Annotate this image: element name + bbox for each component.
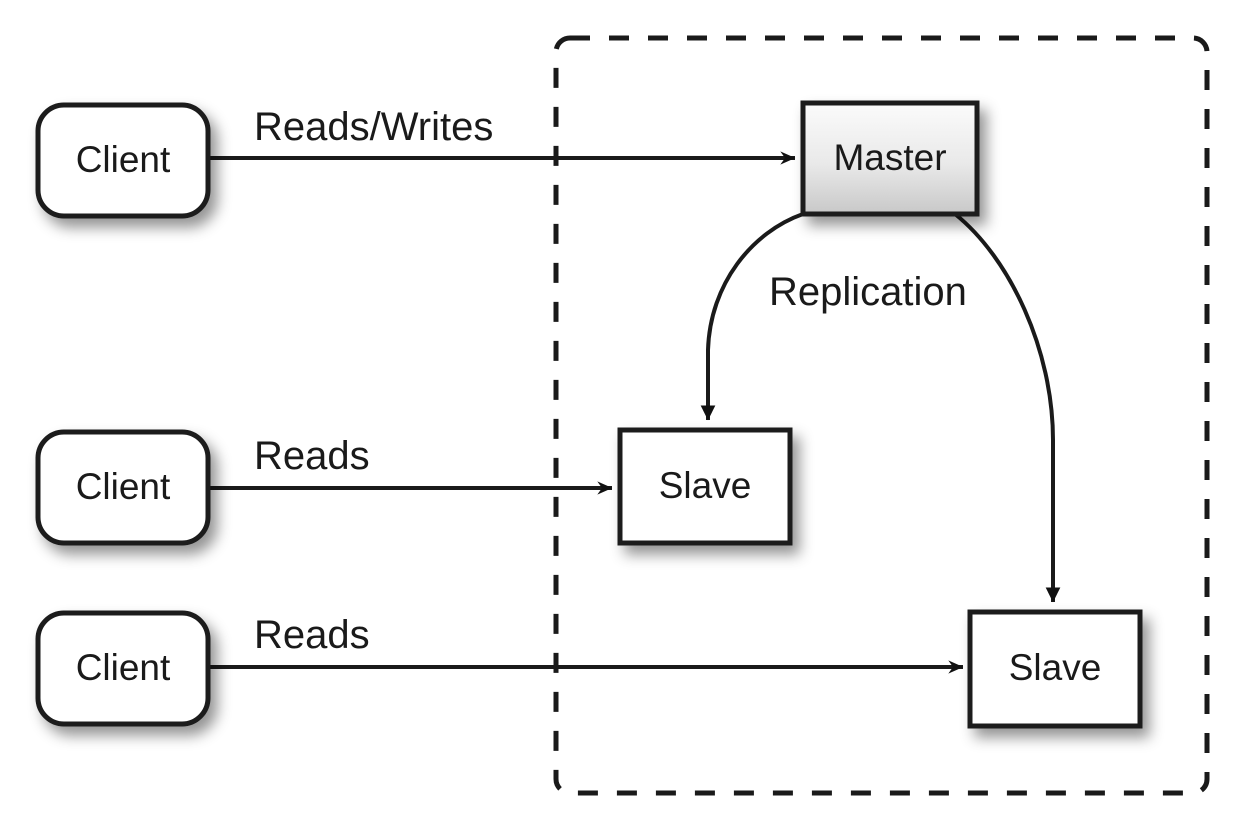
edge-replication-slave2-curve bbox=[953, 212, 1061, 603]
edge-label-reads-writes: Reads/Writes bbox=[254, 105, 493, 149]
edge-label-reads-slave1: Reads bbox=[254, 434, 370, 478]
slave-1-box[interactable] bbox=[617, 427, 793, 546]
slave-2-label: Slave bbox=[1009, 647, 1102, 688]
edge-label-replication: Replication bbox=[769, 270, 967, 314]
client-3-box[interactable] bbox=[35, 610, 211, 727]
slave-1-label: Slave bbox=[659, 465, 752, 506]
node-slave-2[interactable]: Slave bbox=[967, 609, 1143, 729]
node-master[interactable]: Master bbox=[800, 100, 980, 217]
client-1-label: Client bbox=[76, 139, 171, 180]
edge-replication-slave1-curve bbox=[700, 212, 804, 421]
client-2-label: Client bbox=[76, 466, 171, 507]
slave-2-box[interactable] bbox=[967, 609, 1143, 729]
client-3-label: Client bbox=[76, 647, 171, 688]
node-slave-1[interactable]: Slave bbox=[617, 427, 793, 546]
client-1-box[interactable] bbox=[35, 102, 211, 219]
master-box[interactable] bbox=[800, 100, 980, 217]
node-client-2[interactable]: Client bbox=[35, 429, 211, 546]
master-label: Master bbox=[833, 137, 946, 178]
client-2-box[interactable] bbox=[35, 429, 211, 546]
edge-label-reads-slave2: Reads bbox=[254, 613, 370, 657]
node-client-3[interactable]: Client bbox=[35, 610, 211, 727]
node-client-1[interactable]: Client bbox=[35, 102, 211, 219]
